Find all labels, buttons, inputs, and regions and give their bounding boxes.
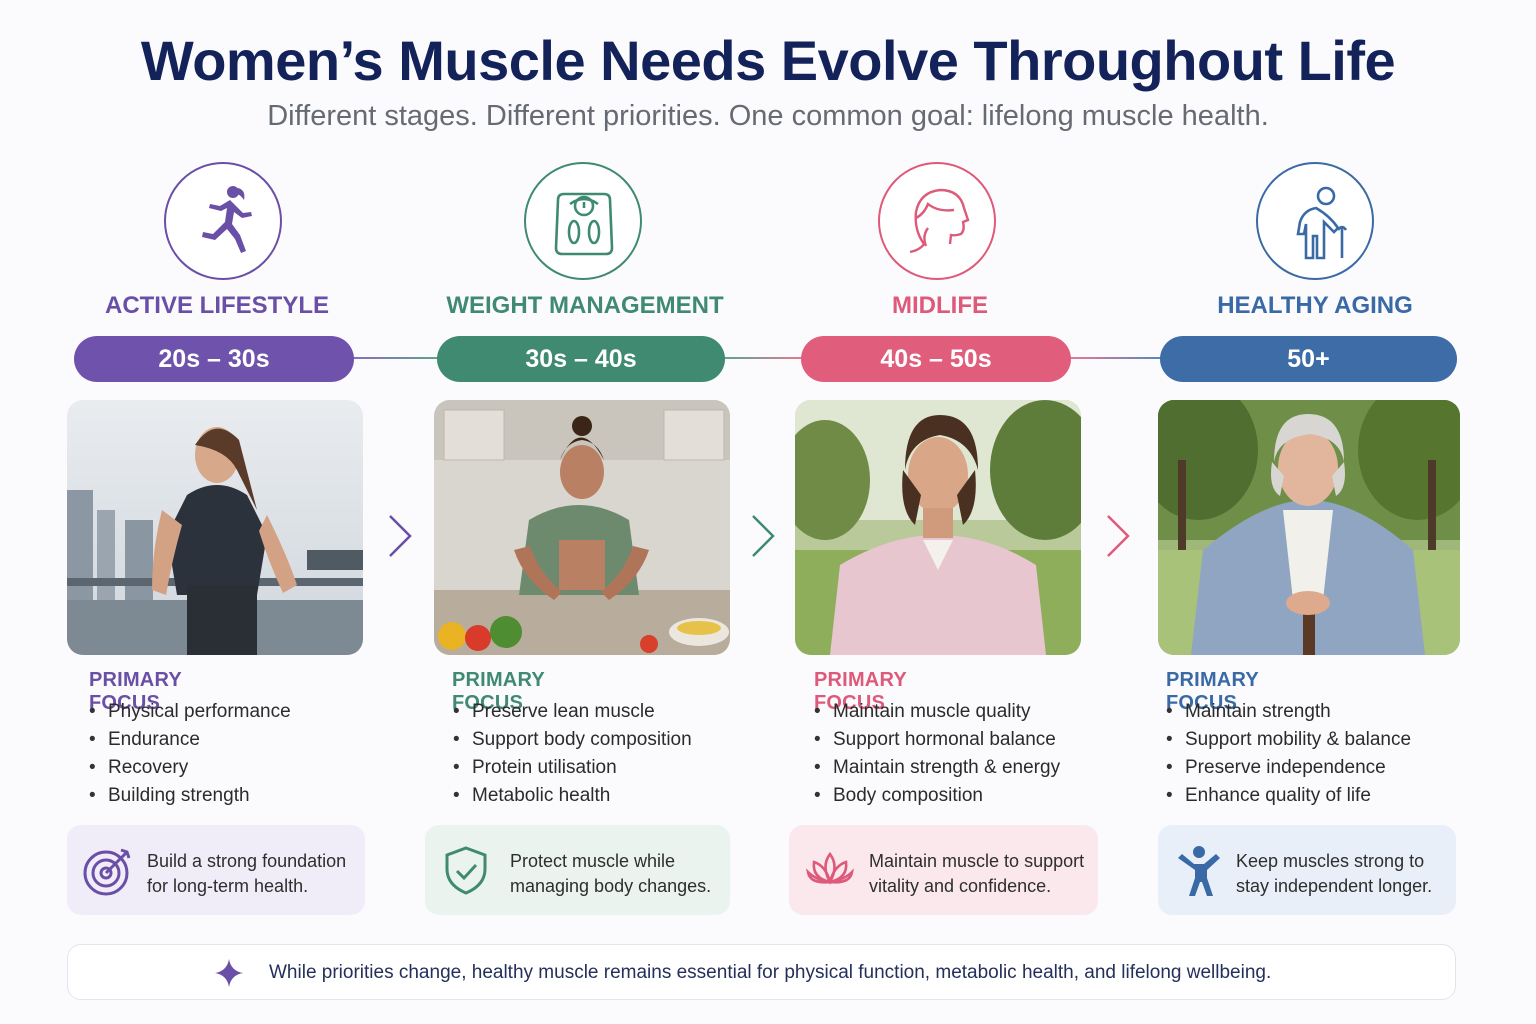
stage-name: HEALTHY AGING [1217, 292, 1413, 319]
age-range-pill: 20s – 30s [74, 336, 354, 382]
scale-icon [554, 192, 614, 256]
runner-photo [67, 400, 363, 655]
focus-list: Maintain strength Support mobility & bal… [1166, 700, 1411, 812]
list-item: Preserve lean muscle [453, 700, 692, 728]
kitchen-photo [434, 400, 730, 655]
stage-icon-circle [878, 162, 996, 280]
callout-line: vitality and confidence. [869, 876, 1052, 896]
age-range-pill: 50+ [1160, 336, 1457, 382]
list-item: Protein utilisation [453, 756, 692, 784]
callout-line: Protect muscle while [510, 851, 676, 871]
stage-callout: Maintain muscle to support vitality and … [789, 825, 1098, 915]
list-item: Building strength [89, 784, 291, 812]
list-item: Maintain muscle quality [814, 700, 1060, 728]
list-item: Preserve independence [1166, 756, 1411, 784]
list-item: Physical performance [89, 700, 291, 728]
list-item: Recovery [89, 756, 291, 784]
callout-line: managing body changes. [510, 876, 712, 896]
page-subtitle: Different stages. Different priorities. … [267, 100, 1269, 132]
woman-profile-icon [909, 188, 970, 254]
stage-callout: Build a strong foundation for long-term … [67, 825, 365, 915]
callout-line: Maintain muscle to support [869, 851, 1085, 871]
target-icon [83, 848, 131, 896]
stage-photo [434, 400, 730, 655]
lotus-icon [806, 851, 854, 885]
page-title: Women’s Muscle Needs Evolve Throughout L… [140, 29, 1396, 92]
list-item: Support body composition [453, 728, 692, 756]
chevron-right-icon [1103, 512, 1133, 560]
list-item: Maintain strength [1166, 700, 1411, 728]
focus-list: Maintain muscle quality Support hormonal… [814, 700, 1060, 812]
timeline-connector [724, 357, 804, 359]
stage-icon-circle [1256, 162, 1374, 280]
chevron-right-icon [748, 512, 778, 560]
stage-photo [795, 400, 1081, 655]
footer-banner: While priorities change, healthy muscle … [67, 944, 1456, 1000]
callout-text: Protect muscle while managing body chang… [510, 849, 711, 899]
stage-name: WEIGHT MANAGEMENT [446, 292, 724, 319]
list-item: Body composition [814, 784, 1060, 812]
focus-list: Preserve lean muscle Support body compos… [453, 700, 692, 812]
stage-callout: Protect muscle while managing body chang… [425, 825, 730, 915]
stage-icon-circle [524, 162, 642, 280]
callout-line: for long-term health. [147, 876, 309, 896]
timeline-connector [1070, 357, 1162, 359]
stage-name: ACTIVE LIFESTYLE [104, 292, 329, 319]
list-item: Support mobility & balance [1166, 728, 1411, 756]
chevron-right-icon [385, 512, 415, 560]
person-arms-up-icon [1178, 846, 1220, 896]
callout-line: stay independent longer. [1236, 876, 1433, 896]
focus-list: Physical performance Endurance Recovery … [89, 700, 291, 812]
stage-callout: Keep muscles strong to stay independent … [1158, 825, 1456, 915]
running-woman-icon [202, 186, 252, 253]
callout-text: Keep muscles strong to stay independent … [1236, 849, 1432, 899]
callout-text: Build a strong foundation for long-term … [147, 849, 346, 899]
list-item: Maintain strength & energy [814, 756, 1060, 784]
callout-line: Keep muscles strong to [1236, 851, 1425, 871]
list-item: Enhance quality of life [1166, 784, 1411, 812]
footer-text: While priorities change, healthy muscle … [269, 962, 1272, 983]
stage-name: MIDLIFE [892, 292, 988, 319]
stage-photo [67, 400, 363, 655]
list-item: Metabolic health [453, 784, 692, 812]
elderly-with-cane-icon [1296, 186, 1348, 260]
age-range-pill: 30s – 40s [437, 336, 725, 382]
midlife-woman-photo [795, 400, 1081, 655]
older-woman-photo [1158, 400, 1460, 655]
callout-text: Maintain muscle to support vitality and … [869, 849, 1084, 899]
age-range-pill: 40s – 50s [801, 336, 1071, 382]
stage-photo [1158, 400, 1460, 655]
list-item: Support hormonal balance [814, 728, 1060, 756]
timeline-connector [352, 357, 440, 359]
shield-check-icon [445, 846, 487, 895]
stage-icon-circle [164, 162, 282, 280]
sparkle-icon [215, 959, 243, 987]
callout-line: Build a strong foundation [147, 851, 347, 871]
list-item: Endurance [89, 728, 291, 756]
